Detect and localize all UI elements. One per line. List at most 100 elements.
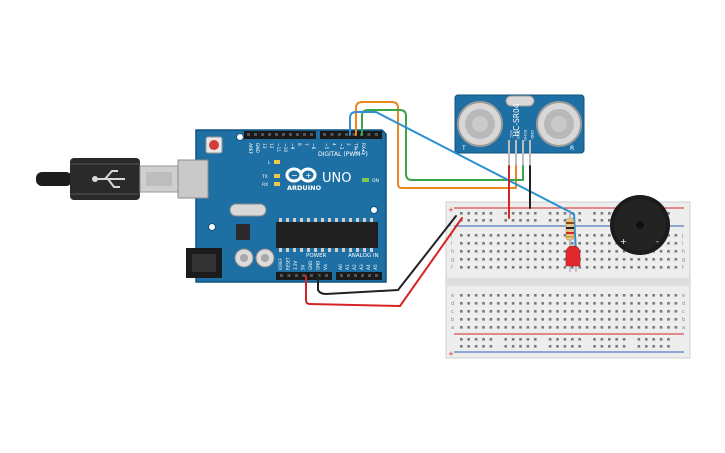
breadboard-hole[interactable] <box>474 258 478 261</box>
breadboard-hole[interactable] <box>645 326 648 329</box>
breadboard-hole[interactable] <box>511 302 515 305</box>
breadboard-hole[interactable] <box>600 302 604 305</box>
rail-hole[interactable] <box>578 219 581 222</box>
breadboard-hole[interactable] <box>460 258 463 261</box>
breadboard-hole[interactable] <box>489 318 493 321</box>
breadboard-hole[interactable] <box>600 318 604 321</box>
breadboard-hole[interactable] <box>659 266 663 269</box>
breadboard-hole[interactable] <box>622 294 626 297</box>
breadboard-hole[interactable] <box>615 318 618 321</box>
breadboard-hole[interactable] <box>667 302 670 305</box>
breadboard-hole[interactable] <box>460 318 463 321</box>
breadboard-hole[interactable] <box>519 310 522 313</box>
breadboard-hole[interactable] <box>474 266 478 269</box>
breadboard-hole[interactable] <box>571 242 574 245</box>
breadboard-hole[interactable] <box>659 318 663 321</box>
rail-hole[interactable] <box>460 338 463 341</box>
rail-hole[interactable] <box>652 338 655 341</box>
breadboard-hole[interactable] <box>511 258 515 261</box>
breadboard-hole[interactable] <box>541 250 544 253</box>
breadboard-hole[interactable] <box>600 266 604 269</box>
header-hole[interactable] <box>375 274 378 277</box>
rail-hole[interactable] <box>548 212 552 215</box>
rail-hole[interactable] <box>534 219 537 222</box>
header-hole[interactable] <box>367 133 371 136</box>
breadboard-hole[interactable] <box>630 266 633 269</box>
rail-hole[interactable] <box>526 345 530 348</box>
breadboard-hole[interactable] <box>578 302 581 305</box>
breadboard-hole[interactable] <box>541 302 544 305</box>
breadboard-hole[interactable] <box>608 294 611 297</box>
breadboard-hole[interactable] <box>593 258 596 261</box>
breadboard-hole[interactable] <box>585 266 589 269</box>
rail-hole[interactable] <box>534 212 537 215</box>
breadboard-hole[interactable] <box>482 234 485 237</box>
breadboard-hole[interactable] <box>482 318 485 321</box>
breadboard-hole[interactable] <box>615 294 618 297</box>
breadboard-hole[interactable] <box>556 302 559 305</box>
breadboard-hole[interactable] <box>548 250 552 253</box>
breadboard-hole[interactable] <box>511 310 515 313</box>
rail-hole[interactable] <box>578 345 581 348</box>
breadboard-hole[interactable] <box>659 302 663 305</box>
breadboard-hole[interactable] <box>630 318 633 321</box>
breadboard-hole[interactable] <box>667 294 670 297</box>
rail-hole[interactable] <box>504 338 507 341</box>
rail-hole[interactable] <box>622 345 626 348</box>
breadboard-hole[interactable] <box>467 310 470 313</box>
breadboard-hole[interactable] <box>526 234 530 237</box>
rail-hole[interactable] <box>534 338 537 341</box>
breadboard-hole[interactable] <box>608 250 611 253</box>
breadboard-hole[interactable] <box>667 242 670 245</box>
header-hole[interactable] <box>287 274 291 277</box>
breadboard-hole[interactable] <box>482 326 485 329</box>
breadboard-hole[interactable] <box>526 302 530 305</box>
breadboard-hole[interactable] <box>460 266 463 269</box>
breadboard-hole[interactable] <box>645 266 648 269</box>
breadboard-hole[interactable] <box>467 318 470 321</box>
breadboard-hole[interactable] <box>460 310 463 313</box>
rail-hole[interactable] <box>608 212 611 215</box>
rail-hole[interactable] <box>526 338 530 341</box>
breadboard-hole[interactable] <box>652 294 655 297</box>
breadboard-hole[interactable] <box>585 294 589 297</box>
rail-hole[interactable] <box>467 345 470 348</box>
breadboard-hole[interactable] <box>645 310 648 313</box>
rail-hole[interactable] <box>659 338 663 341</box>
header-hole[interactable] <box>275 133 278 136</box>
header-hole[interactable] <box>345 133 349 136</box>
breadboard-hole[interactable] <box>504 266 507 269</box>
breadboard-hole[interactable] <box>519 326 522 329</box>
rail-hole[interactable] <box>637 345 641 348</box>
rail-hole[interactable] <box>467 219 470 222</box>
breadboard-hole[interactable] <box>615 302 618 305</box>
breadboard-hole[interactable] <box>548 326 552 329</box>
breadboard-hole[interactable] <box>556 318 559 321</box>
rail-hole[interactable] <box>622 338 626 341</box>
breadboard-hole[interactable] <box>571 302 574 305</box>
breadboard-hole[interactable] <box>563 294 567 297</box>
breadboard-hole[interactable] <box>511 234 515 237</box>
rail-hole[interactable] <box>548 338 552 341</box>
breadboard-hole[interactable] <box>489 326 493 329</box>
breadboard-hole[interactable] <box>556 234 559 237</box>
rail-hole[interactable] <box>489 338 493 341</box>
breadboard-hole[interactable] <box>571 326 574 329</box>
breadboard-hole[interactable] <box>526 326 530 329</box>
rail-hole[interactable] <box>467 212 470 215</box>
rail-hole[interactable] <box>645 338 648 341</box>
rail-hole[interactable] <box>467 338 470 341</box>
breadboard-hole[interactable] <box>563 234 567 237</box>
breadboard-hole[interactable] <box>474 250 478 253</box>
breadboard-hole[interactable] <box>578 234 581 237</box>
breadboard-hole[interactable] <box>600 326 604 329</box>
breadboard-hole[interactable] <box>615 266 618 269</box>
rail-hole[interactable] <box>482 219 485 222</box>
breadboard-hole[interactable] <box>600 250 604 253</box>
breadboard-hole[interactable] <box>585 250 589 253</box>
breadboard-hole[interactable] <box>526 250 530 253</box>
rail-hole[interactable] <box>504 345 507 348</box>
header-hole[interactable] <box>354 274 357 277</box>
breadboard-hole[interactable] <box>482 310 485 313</box>
breadboard-hole[interactable] <box>593 234 596 237</box>
